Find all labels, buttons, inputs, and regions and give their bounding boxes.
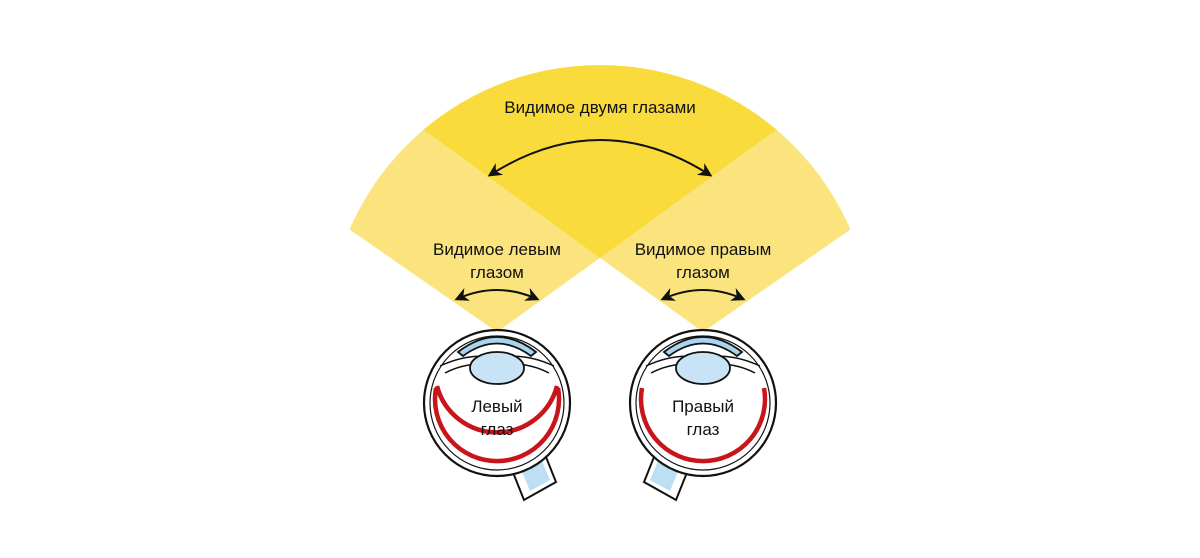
right-eye-lens xyxy=(675,351,731,385)
right-eye-retina xyxy=(638,387,768,464)
left-field-label-line1: Видимое левым xyxy=(433,240,561,259)
right-eye: Правый глаз xyxy=(628,328,778,502)
left-eye-cornea xyxy=(456,336,538,358)
left-eye: Левый глаз xyxy=(422,328,572,502)
right-field-label-line2: глазом xyxy=(676,263,730,282)
left-eye-label-line1: Левый xyxy=(471,397,522,416)
binocular-label: Видимое двумя глазами xyxy=(504,98,696,117)
right-eye-label-line1: Правый xyxy=(672,397,734,416)
left-field-label-line2: глазом xyxy=(470,263,524,282)
left-field-arc-arrow xyxy=(454,288,540,301)
right-field-arc-arrow xyxy=(660,288,746,301)
right-eye-label-line2: глаз xyxy=(687,420,720,439)
right-field-label-line1: Видимое правым xyxy=(635,240,772,259)
left-eye-label-line2: глаз xyxy=(481,420,514,439)
right-eye-cornea xyxy=(662,336,744,358)
binocular-arc-arrow xyxy=(487,139,713,177)
left-eye-lens xyxy=(469,351,525,385)
left-eye-retina xyxy=(434,385,560,435)
